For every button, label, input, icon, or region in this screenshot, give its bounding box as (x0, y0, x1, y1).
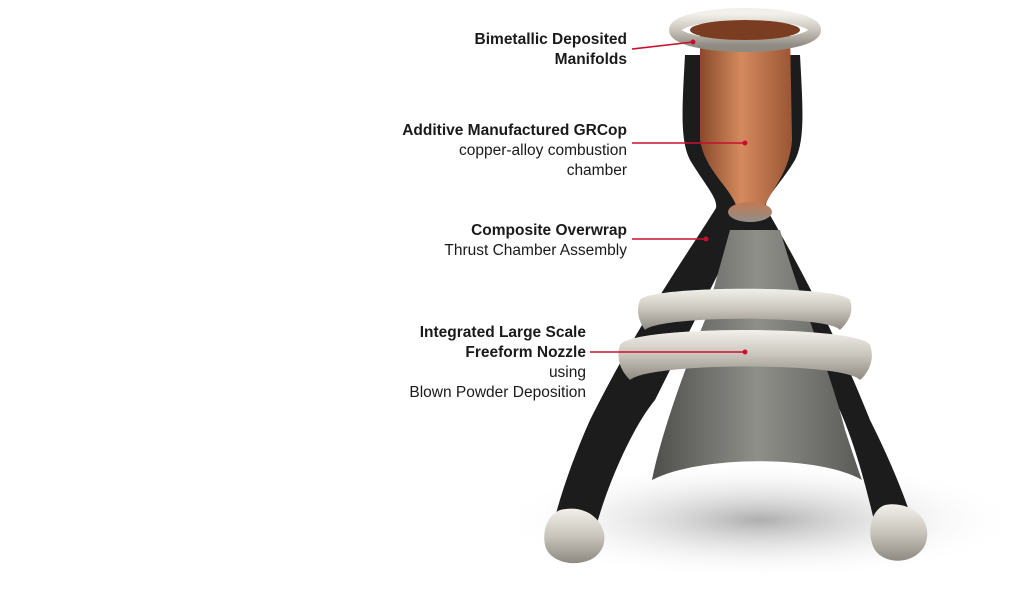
leader-lines (590, 41, 745, 353)
callout-chamber-desc-2: chamber (566, 162, 627, 179)
leader-manifolds (631, 41, 694, 50)
callout-manifolds-title-2: Manifolds (554, 51, 627, 68)
callout-manifolds-title-1: Bimetallic Deposited (474, 31, 627, 48)
callout-chamber: Additive Manufactured GRCop copper-alloy… (402, 121, 627, 181)
throat (728, 202, 772, 222)
callout-nozzle: Integrated Large Scale Freeform Nozzle u… (409, 323, 586, 403)
chamber-opening (690, 20, 800, 40)
callout-manifolds: Bimetallic Deposited Manifolds (475, 30, 627, 70)
callout-overwrap-title: Composite Overwrap (471, 222, 627, 239)
leader-dot-nozzle (742, 349, 748, 355)
callout-nozzle-desc-2: Blown Powder Deposition (409, 384, 586, 401)
leader-dot-overwrap (703, 236, 709, 242)
top-manifold-ring (669, 8, 821, 52)
callout-overwrap-desc: Thrust Chamber Assembly (444, 242, 627, 259)
callout-nozzle-title-1: Integrated Large Scale (419, 324, 586, 341)
leader-dot-manifolds (690, 39, 696, 45)
callout-overwrap: Composite Overwrap Thrust Chamber Assemb… (444, 221, 627, 261)
leader-dots (690, 39, 748, 355)
nozzle-manifold-ring-2 (618, 330, 872, 380)
nozzle-exit-ring-right (870, 504, 928, 561)
nozzle-exit-ring-left (544, 508, 605, 564)
copper-chamber (700, 30, 792, 205)
callout-chamber-title: Additive Manufactured GRCop (402, 122, 627, 139)
leader-dot-chamber (742, 140, 748, 146)
nozzle-manifold-ring-1 (637, 288, 852, 330)
callout-nozzle-desc-1: using (548, 364, 586, 381)
callout-nozzle-title-2: Freeform Nozzle (465, 344, 586, 361)
callout-chamber-desc-1: copper-alloy combustion (458, 142, 627, 159)
